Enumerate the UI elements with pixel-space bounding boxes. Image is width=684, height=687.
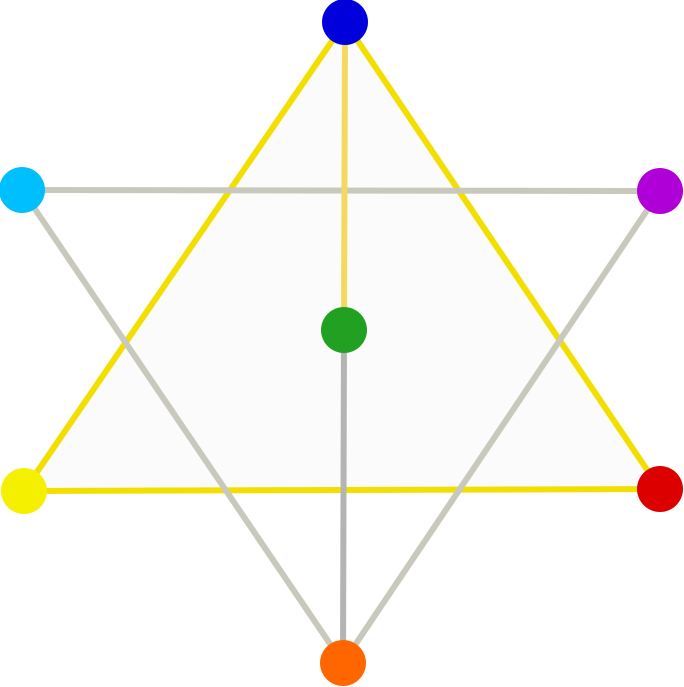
edge-blue-green — [341, 21, 348, 331]
node-orange — [320, 640, 366, 686]
edge-cyan-purple — [21, 187, 661, 194]
edge-green-orange — [340, 329, 347, 664]
edge-blue-red — [342, 20, 663, 491]
edges-layer — [19, 20, 663, 665]
node-red — [637, 466, 683, 512]
edge-yellow-blue — [21, 20, 348, 493]
edge-purple-orange — [340, 189, 663, 665]
node-yellow — [1, 468, 47, 514]
node-purple — [637, 168, 683, 214]
node-green — [321, 307, 367, 353]
node-cyan — [0, 167, 45, 213]
node-blue — [322, 0, 368, 45]
edge-orange-cyan — [19, 188, 346, 665]
